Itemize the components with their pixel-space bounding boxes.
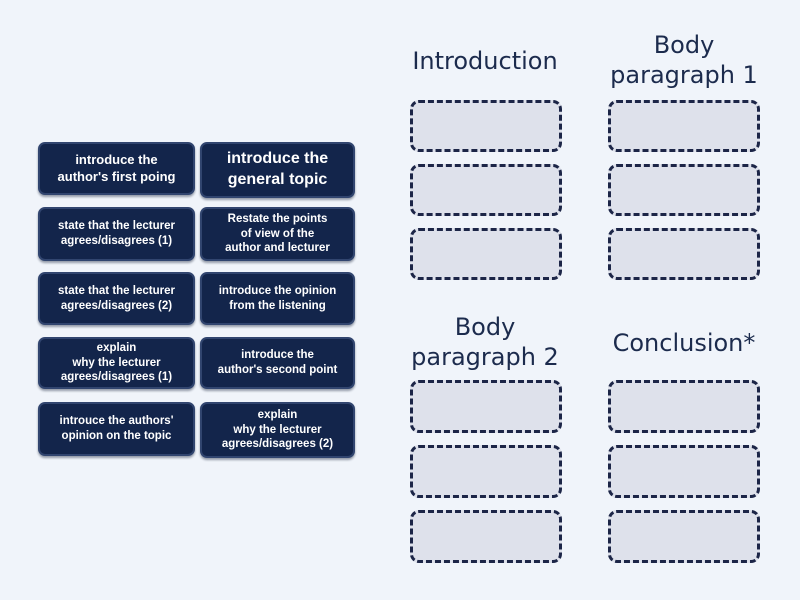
drop-slot[interactable] bbox=[410, 510, 562, 563]
category-title-body-paragraph-1: Body paragraph 1 bbox=[610, 31, 758, 89]
draggable-tile[interactable]: introduce the author's first poing bbox=[38, 142, 195, 195]
drop-slot[interactable] bbox=[410, 164, 562, 216]
drop-slot[interactable] bbox=[410, 445, 562, 498]
drop-slot[interactable] bbox=[608, 510, 760, 563]
category-title-introduction: Introduction bbox=[412, 47, 558, 75]
draggable-tile[interactable]: state that the lecturer agrees/disagrees… bbox=[38, 272, 195, 325]
category-title-body-paragraph-2: Body paragraph 2 bbox=[411, 313, 559, 371]
draggable-tile[interactable]: introduce the author's second point bbox=[200, 337, 355, 389]
draggable-tile[interactable]: explain why the lecturer agrees/disagree… bbox=[38, 337, 195, 389]
draggable-tile[interactable]: introuce the authors' opinion on the top… bbox=[38, 402, 195, 456]
drop-slot[interactable] bbox=[410, 380, 562, 433]
category-title-conclusion: Conclusion* bbox=[612, 329, 756, 357]
drop-slot[interactable] bbox=[608, 228, 760, 280]
drop-slot[interactable] bbox=[608, 164, 760, 216]
drop-slot[interactable] bbox=[410, 228, 562, 280]
draggable-tile[interactable]: introduce the general topic bbox=[200, 142, 355, 198]
draggable-tile[interactable]: introduce the opinion from the listening bbox=[200, 272, 355, 325]
drop-slot[interactable] bbox=[608, 445, 760, 498]
draggable-tile[interactable]: Restate the points of view of the author… bbox=[200, 207, 355, 261]
draggable-tile[interactable]: explain why the lecturer agrees/disagree… bbox=[200, 402, 355, 458]
drop-slot[interactable] bbox=[410, 100, 562, 152]
draggable-tile[interactable]: state that the lecturer agrees/disagrees… bbox=[38, 207, 195, 261]
drop-slot[interactable] bbox=[608, 100, 760, 152]
drop-slot[interactable] bbox=[608, 380, 760, 433]
